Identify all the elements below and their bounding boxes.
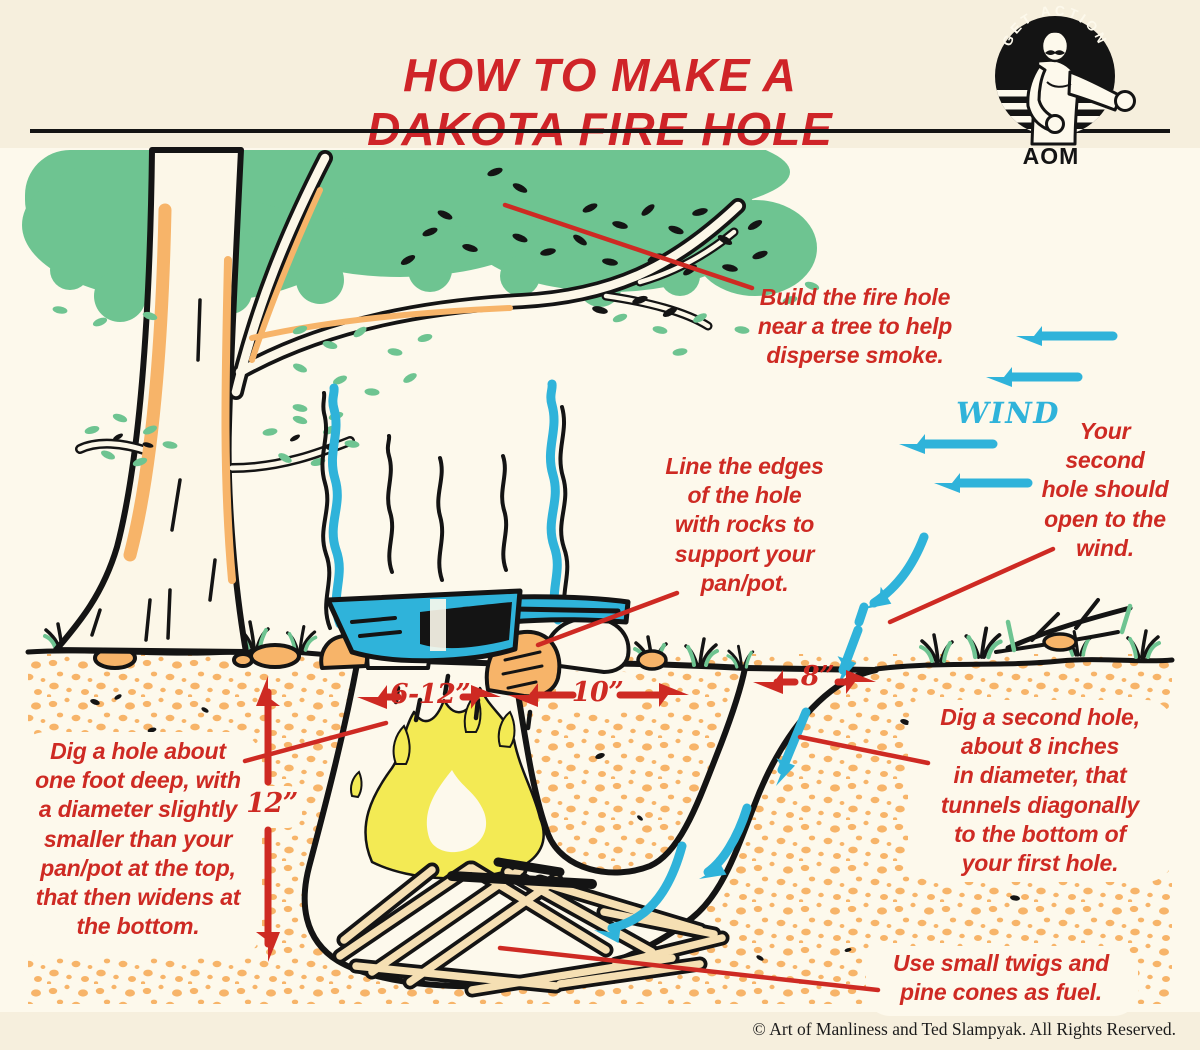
note-fuel: Use small twigs and pine cones as fuel. <box>892 950 1110 1006</box>
boxer-figure <box>1026 29 1136 146</box>
airflow-arrow-icon <box>766 707 811 790</box>
mustache <box>1045 50 1065 55</box>
width-arrow-10 <box>508 683 689 707</box>
smoke <box>320 379 570 630</box>
measurement-arrows <box>256 670 876 962</box>
airflow-arrow-icon <box>592 841 687 944</box>
airflow-arrow-icon <box>828 625 863 688</box>
smoke-wisps <box>385 434 509 582</box>
measurement-gap-width: 10” <box>571 677 624 708</box>
bark-shading <box>123 187 513 584</box>
width-arrow-6-12 <box>357 685 501 709</box>
text-clearings <box>16 672 1174 1016</box>
kindling-sticks <box>994 598 1133 654</box>
wind-label: WIND <box>956 396 1060 430</box>
leader-line <box>797 734 931 766</box>
header-rule <box>30 129 1170 133</box>
leader-line <box>535 590 680 648</box>
leader-lines <box>242 202 1056 993</box>
copyright-text: © Art of Manliness and Ted Slampyak. All… <box>752 1019 1176 1039</box>
leader-line <box>502 202 755 291</box>
leader-line <box>242 720 389 764</box>
note-line-edges: Line the edges of the hole with rocks to… <box>665 453 824 596</box>
depth-arrow-12 <box>256 676 280 962</box>
hair <box>1042 30 1068 41</box>
logo-monogram: AOM <box>1023 143 1080 169</box>
wind-arrow-icon <box>899 434 998 454</box>
wind-arrow-icon <box>1016 326 1118 346</box>
airflow-arrows <box>592 532 929 944</box>
note-second-hole-wind: Your second hole should open to the wind… <box>1041 418 1169 561</box>
title-line-1: HOW TO MAKE A <box>403 48 797 101</box>
wind-arrows <box>899 326 1118 493</box>
wind-arrow-icon <box>986 367 1083 387</box>
title-line-2: DAKOTA FIRE HOLE <box>367 102 833 155</box>
measurement-depth: 12” <box>246 788 298 819</box>
note-build-near-tree: Build the fire hole near a tree to help … <box>757 284 953 369</box>
airflow-arrow-icon <box>694 803 752 888</box>
page-title: HOW TO MAKE A DAKOTA FIRE HOLE <box>0 49 1200 157</box>
airflow-arrow-icon <box>858 532 929 618</box>
measurement-second-hole-width: 8” <box>800 661 835 692</box>
note-dig-second-hole: Dig a second hole, about 8 inches in dia… <box>940 704 1140 877</box>
bark-lines <box>90 298 217 642</box>
leader-line <box>497 945 881 993</box>
aom-logo: GET ACTION AOM <box>995 4 1136 169</box>
frying-pan-icon <box>325 588 631 664</box>
leader-line <box>887 546 1056 625</box>
dirt-mound <box>510 660 748 876</box>
note-dig-first-hole: Dig a hole about one foot deep, with a d… <box>35 738 241 940</box>
fire-flames <box>349 673 545 880</box>
tree <box>22 147 821 655</box>
width-arrow-8 <box>753 670 876 694</box>
wind-arrow-icon <box>934 473 1033 493</box>
measurement-hole-width: 6-12” <box>389 679 471 710</box>
